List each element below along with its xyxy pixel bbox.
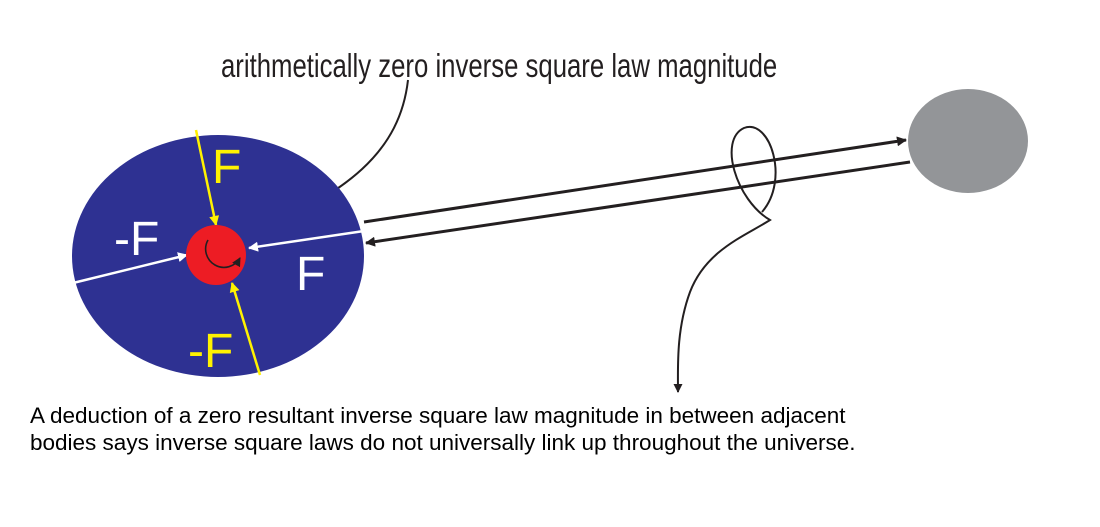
bottom-force-label: -F (188, 325, 233, 378)
top-force-arrow (194, 129, 220, 226)
outgoing-link-arrow (363, 136, 907, 224)
distant-body (908, 89, 1028, 193)
diagram-title: arithmetically zero inverse square law m… (221, 48, 777, 85)
bottom-force-arrow (229, 282, 262, 376)
left-force-arrow (72, 252, 188, 285)
top-force-label: F (212, 141, 241, 194)
right-force-arrow (248, 229, 365, 252)
left-force-label: -F (114, 213, 159, 266)
caption-line-1: A deduction of a zero resultant inverse … (30, 403, 846, 428)
right-force-label: F (296, 248, 325, 301)
caption-line-2: bodies says inverse square laws do not u… (30, 430, 856, 455)
return-link-arrow (365, 160, 911, 247)
diagram-caption: A deduction of a zero resultant inverse … (30, 402, 1090, 456)
rotation-arrow (204, 239, 241, 269)
core-body (186, 225, 246, 285)
caption-pointer-arrow (673, 125, 777, 393)
